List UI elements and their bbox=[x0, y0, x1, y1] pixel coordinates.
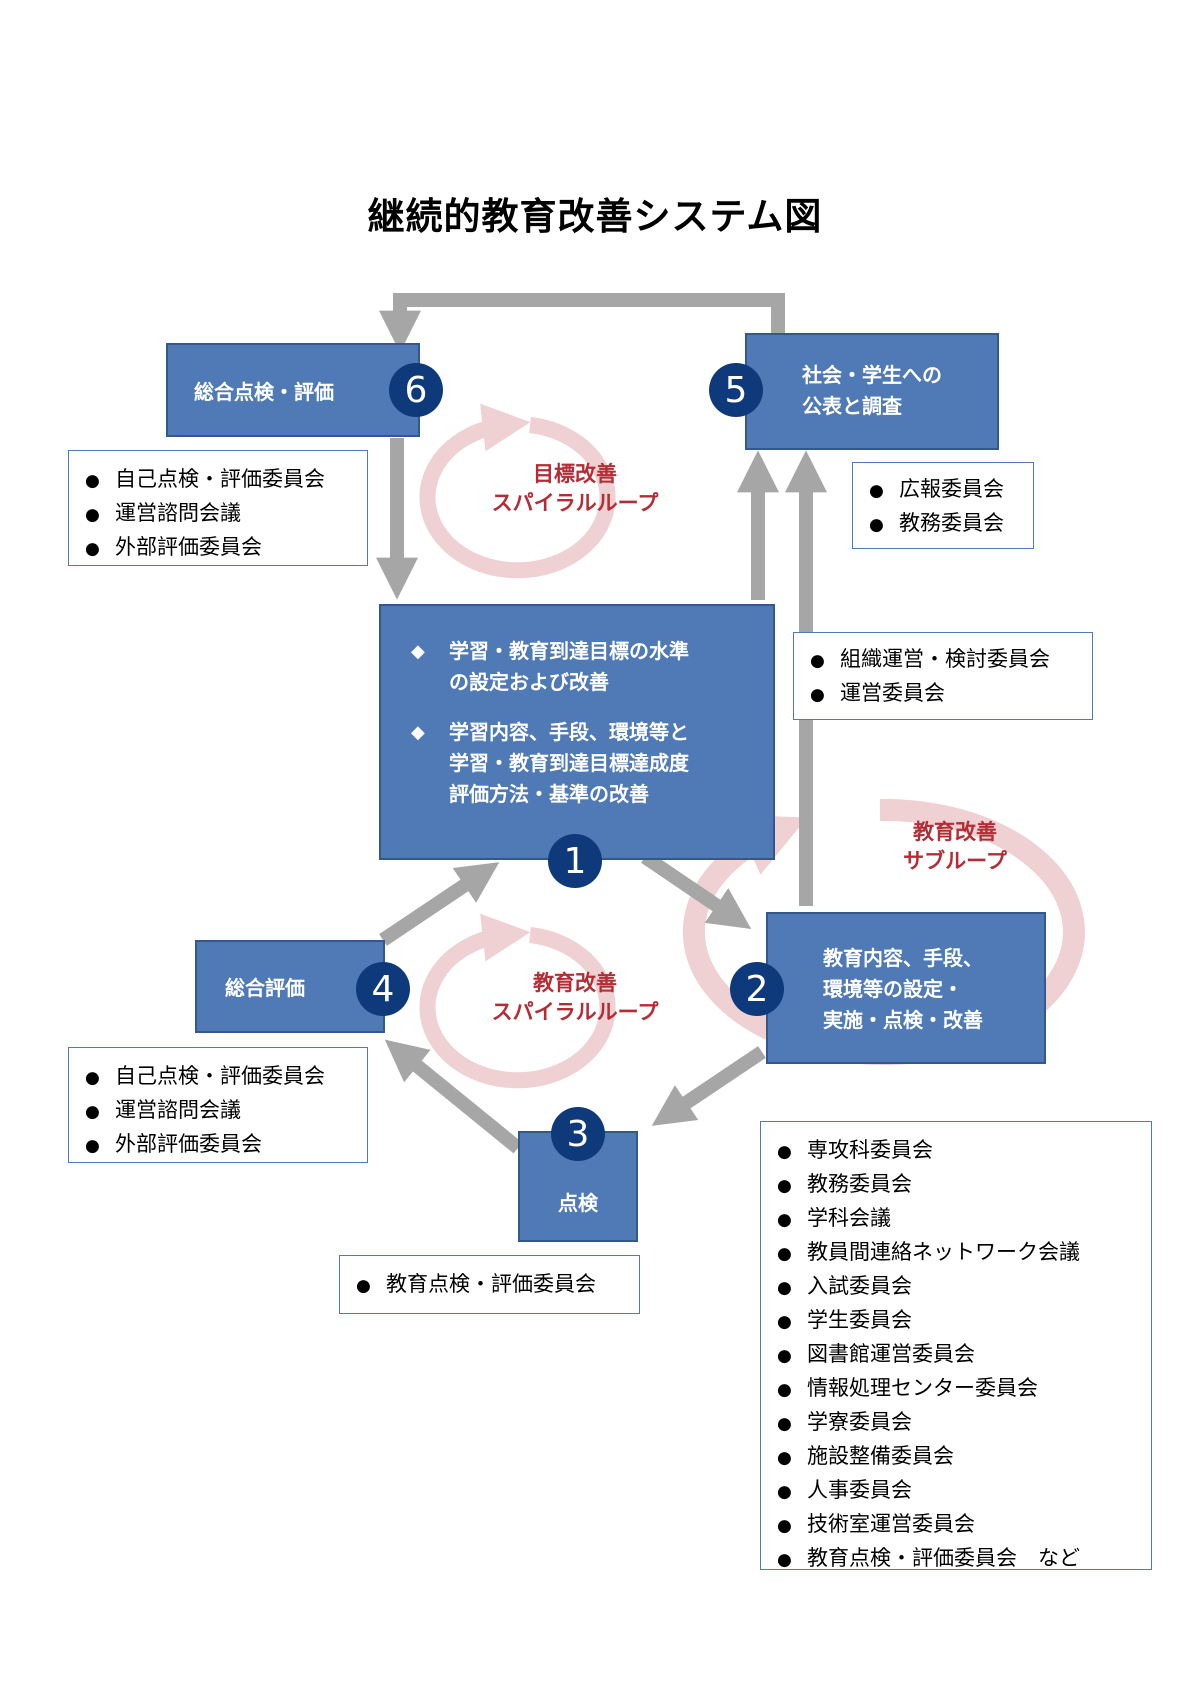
list-item: 外部評価委員会 bbox=[85, 1128, 367, 1162]
top-loop-line1: 目標改善 bbox=[533, 462, 617, 486]
list-item: 専攻科委員会 bbox=[777, 1134, 1151, 1168]
middle-loop-line2: スパイラルループ bbox=[491, 1000, 659, 1024]
sub-loop-label: 教育改善 サブループ bbox=[880, 818, 1030, 876]
middle-loop-arc bbox=[419, 913, 616, 1089]
node-5-committee-list: 広報委員会 教務委員会 bbox=[852, 462, 1034, 549]
node-5-line1: 社会・学生への bbox=[802, 363, 942, 387]
node-1-bullet-1: 学習・教育到達目標の水準 の設定および改善 bbox=[411, 636, 689, 698]
arrow-3-to-4 bbox=[384, 1039, 523, 1154]
list-item: 図書館運営委員会 bbox=[777, 1338, 1151, 1372]
top-loop-line2: スパイラルループ bbox=[491, 491, 659, 515]
list-item: 運営諮問会議 bbox=[85, 1094, 367, 1128]
arrow-4-to-1 bbox=[379, 862, 500, 946]
node-1-committee-list: 組織運営・検討委員会 運営委員会 bbox=[793, 632, 1093, 720]
list-item: 組織運営・検討委員会 bbox=[810, 643, 1092, 677]
list-item: 運営諮問会議 bbox=[85, 497, 367, 531]
list-item: 人事委員会 bbox=[777, 1474, 1151, 1508]
node-1-bullets: 学習・教育到達目標の水準 の設定および改善 学習内容、手段、環境等と 学習・教育… bbox=[411, 636, 689, 810]
node-5-number: 5 bbox=[709, 363, 763, 417]
list-item: 学生委員会 bbox=[777, 1304, 1151, 1338]
list-item: 自己点検・評価委員会 bbox=[85, 463, 367, 497]
list-item: 技術室運営委員会 bbox=[777, 1508, 1151, 1542]
list-item: 運営委員会 bbox=[810, 677, 1092, 711]
node-6-committee-list: 自己点検・評価委員会 運営諮問会議 外部評価委員会 bbox=[68, 450, 368, 566]
node-4-box: 総合評価 bbox=[195, 940, 385, 1033]
node-6-number: 6 bbox=[389, 363, 443, 417]
node-4-label: 総合評価 bbox=[225, 976, 305, 1000]
sub-loop-line2: サブループ bbox=[903, 849, 1007, 873]
node-1-number: 1 bbox=[548, 834, 602, 888]
arrow-2-to-3 bbox=[651, 1046, 766, 1126]
node-1-b2-line3: 評価方法・基準の改善 bbox=[449, 782, 649, 806]
list-item: 自己点検・評価委員会 bbox=[85, 1060, 367, 1094]
node-1-b1-line2: の設定および改善 bbox=[449, 670, 609, 694]
node-2-text: 教育内容、手段、 環境等の設定・ 実施・点検・改善 bbox=[823, 943, 983, 1036]
node-4-number: 4 bbox=[356, 962, 410, 1016]
list-item: 学寮委員会 bbox=[777, 1406, 1151, 1440]
node-3-label: 点検 bbox=[558, 1191, 598, 1215]
node-2-committee-list: 専攻科委員会 教務委員会 学科会議 教員間連絡ネットワーク会議 入試委員会 学生… bbox=[760, 1121, 1152, 1570]
diagram-title: 継続的教育改善システム図 bbox=[367, 195, 823, 238]
node-5-line2: 公表と調査 bbox=[802, 394, 902, 418]
node-1-b2-line1: 学習内容、手段、環境等と bbox=[449, 720, 689, 744]
node-1-b1-line1: 学習・教育到達目標の水準 bbox=[449, 639, 689, 663]
node-3-committee-list: 教育点検・評価委員会 bbox=[339, 1255, 640, 1314]
node-6-box: 総合点検・評価 bbox=[166, 343, 420, 437]
arrow-1-to-2 bbox=[641, 851, 752, 929]
arrow-5-to-6 bbox=[379, 293, 785, 353]
list-item: 情報処理センター委員会 bbox=[777, 1372, 1151, 1406]
list-item: 教員間連絡ネットワーク会議 bbox=[777, 1236, 1151, 1270]
node-2-line3: 実施・点検・改善 bbox=[823, 1008, 983, 1032]
node-2-number: 2 bbox=[730, 962, 784, 1016]
list-item: 入試委員会 bbox=[777, 1270, 1151, 1304]
list-item: 教育点検・評価委員会 など bbox=[777, 1542, 1151, 1576]
node-6-label: 総合点検・評価 bbox=[194, 379, 334, 404]
node-1-b2-line2: 学習・教育到達目標達成度 bbox=[449, 751, 689, 775]
node-4-committee-list: 自己点検・評価委員会 運営諮問会議 外部評価委員会 bbox=[68, 1047, 368, 1163]
node-5-box: 社会・学生への 公表と調査 bbox=[745, 333, 999, 450]
node-3-number: 3 bbox=[551, 1107, 605, 1161]
list-item: 教育点検・評価委員会 bbox=[356, 1268, 639, 1302]
node-2-line2: 環境等の設定・ bbox=[823, 977, 963, 1001]
node-5-text: 社会・学生への 公表と調査 bbox=[802, 360, 942, 422]
node-2-box: 教育内容、手段、 環境等の設定・ 実施・点検・改善 bbox=[766, 912, 1046, 1064]
top-loop-arc bbox=[419, 403, 616, 579]
list-item: 施設整備委員会 bbox=[777, 1440, 1151, 1474]
list-item: 広報委員会 bbox=[869, 473, 1033, 507]
sub-loop-line1: 教育改善 bbox=[913, 820, 997, 844]
node-2-line1: 教育内容、手段、 bbox=[823, 946, 983, 970]
list-item: 教務委員会 bbox=[777, 1168, 1151, 1202]
top-loop-label: 目標改善 スパイラルループ bbox=[475, 460, 675, 518]
middle-loop-line1: 教育改善 bbox=[533, 971, 617, 995]
node-1-box: 学習・教育到達目標の水準 の設定および改善 学習内容、手段、環境等と 学習・教育… bbox=[379, 604, 775, 860]
list-item: 学科会議 bbox=[777, 1202, 1151, 1236]
list-item: 外部評価委員会 bbox=[85, 531, 367, 565]
middle-loop-label: 教育改善 スパイラルループ bbox=[475, 969, 675, 1027]
node-1-bullet-2: 学習内容、手段、環境等と 学習・教育到達目標達成度 評価方法・基準の改善 bbox=[411, 717, 689, 810]
list-item: 教務委員会 bbox=[869, 507, 1033, 541]
